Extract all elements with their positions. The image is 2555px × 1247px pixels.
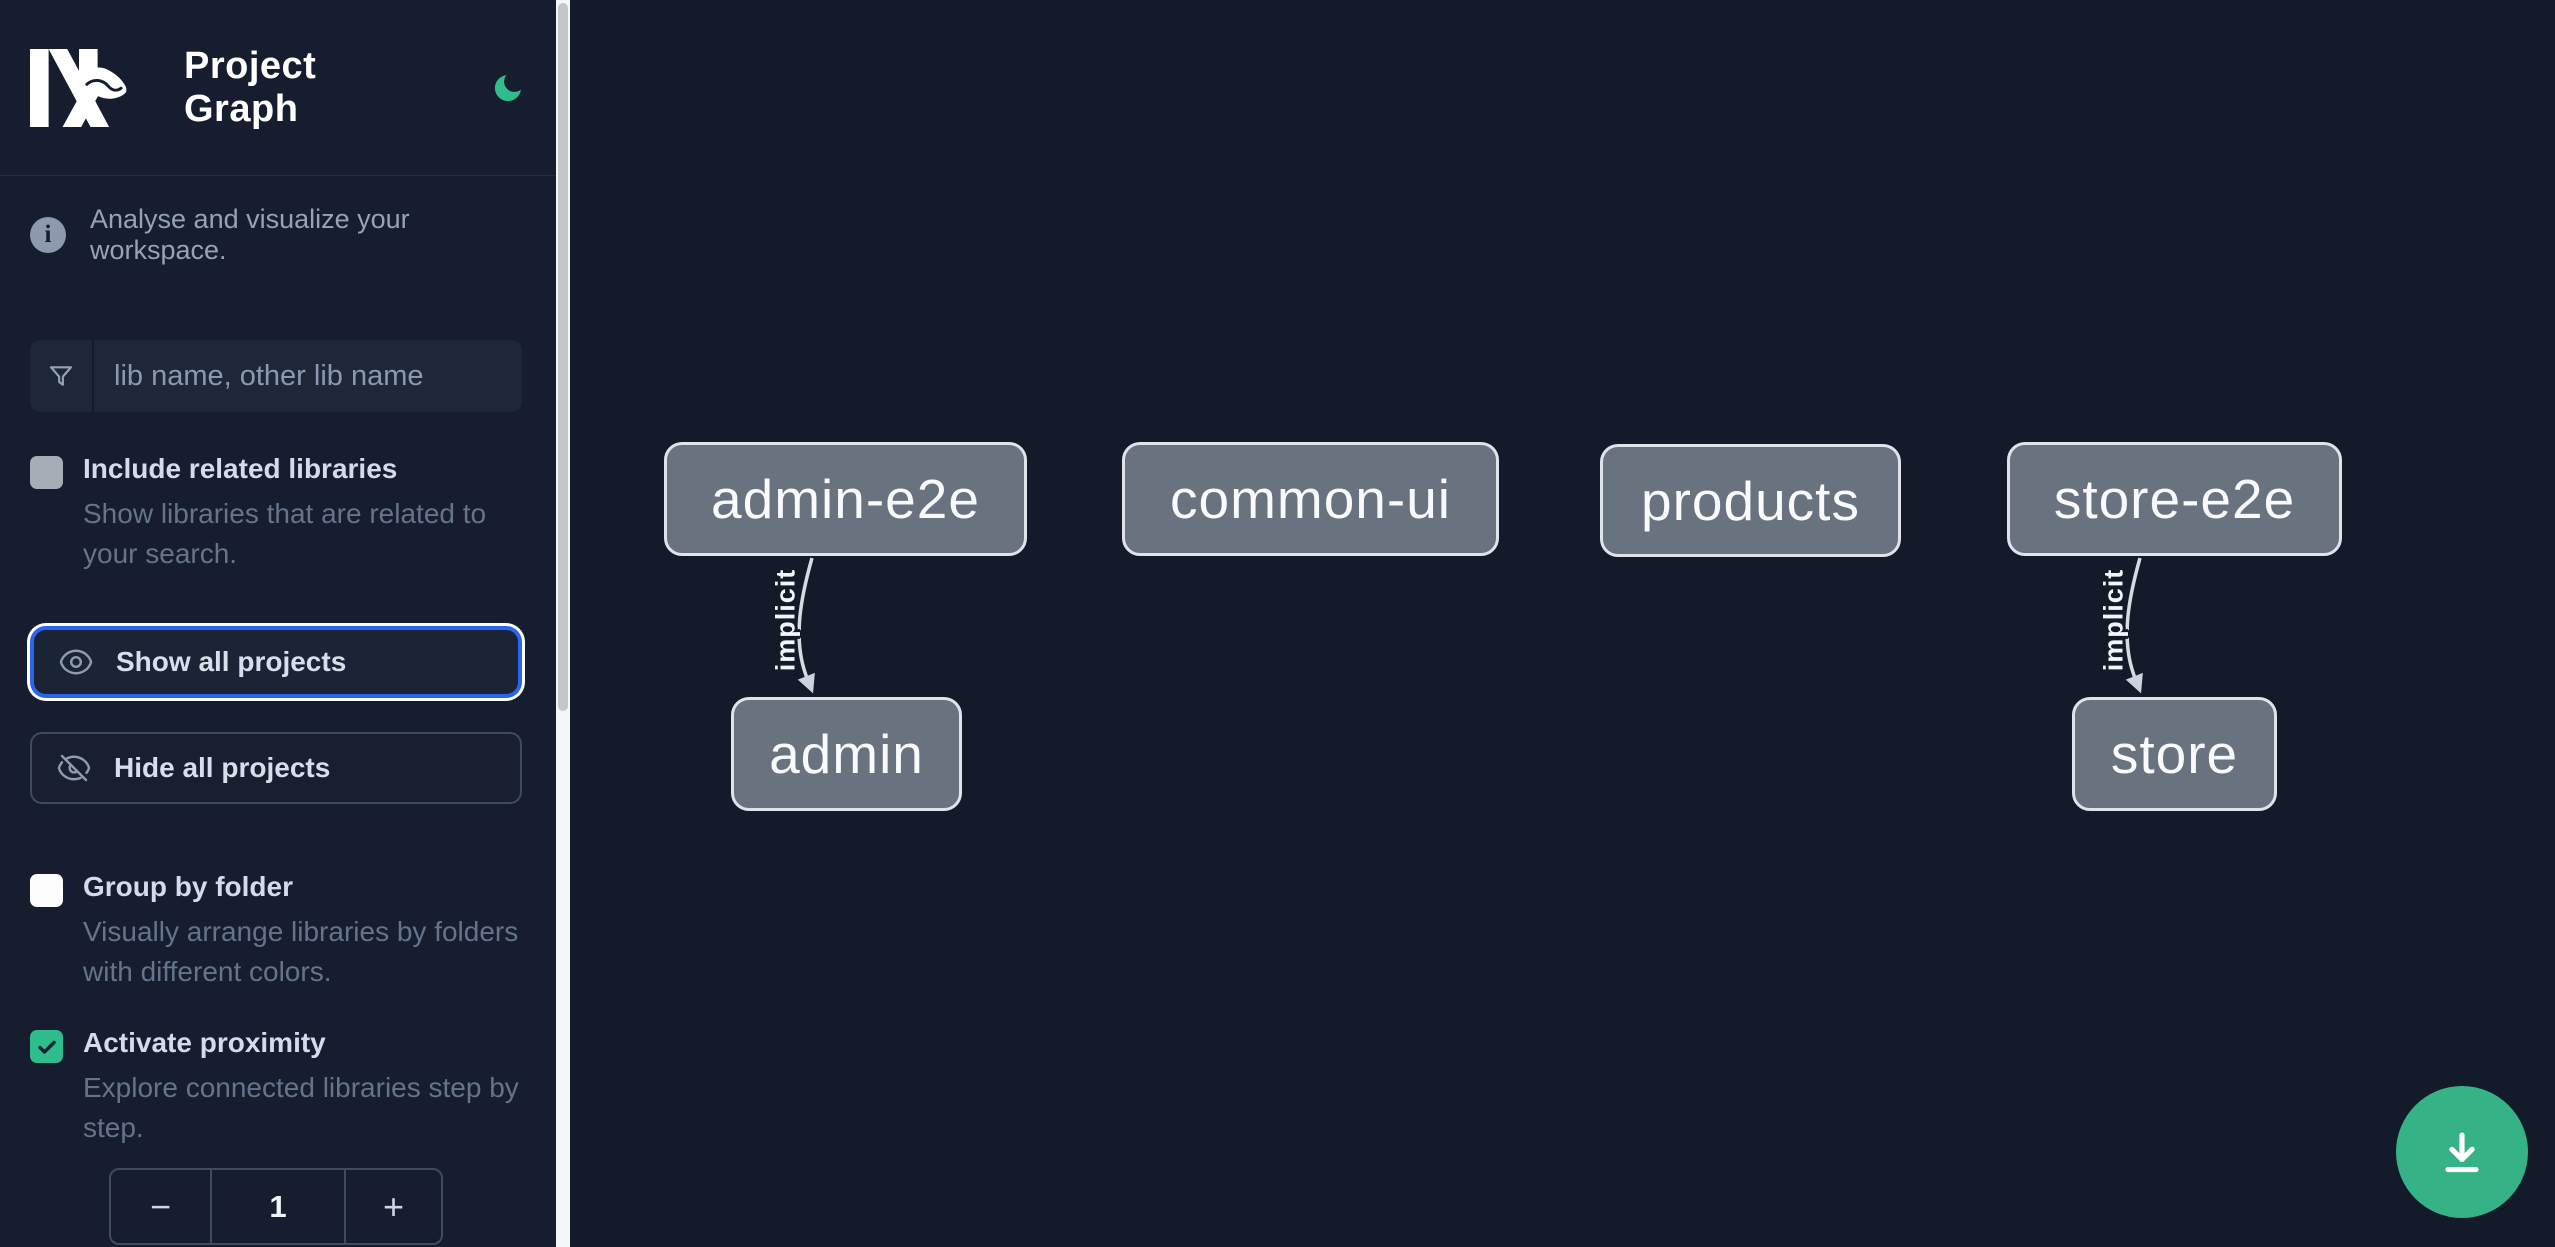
page-title: Project Graph: [184, 44, 317, 130]
eye-icon: [59, 649, 93, 675]
sidebar: Project Graph i Analyse and visualize yo…: [0, 0, 570, 1247]
node-products[interactable]: products: [1600, 444, 1901, 557]
proximity-increment-button[interactable]: +: [346, 1170, 441, 1243]
node-store[interactable]: store: [2072, 697, 2277, 811]
group-by-folder-label: Group by folder: [83, 871, 293, 902]
activate-proximity-description: Explore connected libraries step by step…: [83, 1072, 519, 1143]
sidebar-scrollbar-thumb[interactable]: [558, 3, 568, 711]
info-row: i Analyse and visualize your workspace.: [30, 204, 526, 266]
edge-store-e2e-to-store[interactable]: [2125, 557, 2143, 694]
node-admin-e2e[interactable]: admin-e2e: [664, 442, 1027, 556]
group-by-folder-checkbox[interactable]: [30, 874, 63, 907]
hide-all-projects-button[interactable]: Hide all projects: [30, 732, 522, 804]
edge-label-implicit-store: implicit: [2098, 568, 2129, 672]
group-by-folder-row: Group by folder Visually arrange librari…: [30, 870, 526, 992]
include-related-description: Show libraries that are related to your …: [83, 498, 487, 569]
node-common-ui[interactable]: common-ui: [1122, 442, 1499, 556]
dark-mode-toggle-moon-icon[interactable]: [490, 70, 526, 106]
include-related-row: Include related libraries Show libraries…: [30, 452, 526, 574]
check-icon: [37, 1040, 56, 1054]
search-box: [30, 340, 522, 412]
sidebar-header: Project Graph: [0, 0, 556, 176]
hide-all-projects-label: Hide all projects: [114, 752, 331, 783]
nx-logo: [30, 48, 128, 127]
proximity-stepper: − 1 +: [109, 1168, 443, 1245]
proximity-decrement-button[interactable]: −: [111, 1170, 210, 1243]
show-all-projects-label: Show all projects: [116, 646, 347, 677]
info-icon: i: [30, 217, 66, 253]
download-icon: [2445, 1132, 2479, 1173]
sidebar-scrollbar-track[interactable]: [556, 0, 570, 1247]
download-graph-button[interactable]: [2396, 1086, 2528, 1218]
include-related-checkbox[interactable]: [30, 456, 63, 489]
graph-edges: [797, 557, 2143, 694]
edge-admin-e2e-to-admin[interactable]: [797, 557, 815, 694]
activate-proximity-label: Activate proximity: [83, 1027, 326, 1058]
info-text: Analyse and visualize your workspace.: [90, 204, 410, 265]
edge-label-implicit-admin: implicit: [770, 568, 801, 672]
group-by-folder-description: Visually arrange libraries by folders wi…: [83, 916, 519, 987]
node-store-e2e[interactable]: store-e2e: [2007, 442, 2342, 556]
eye-slash-icon: [57, 754, 91, 782]
filter-icon: [30, 340, 94, 412]
show-all-projects-button[interactable]: Show all projects: [30, 626, 522, 698]
proximity-value: 1: [210, 1170, 346, 1243]
search-input[interactable]: [94, 340, 522, 412]
activate-proximity-checkbox[interactable]: [30, 1030, 63, 1063]
graph-canvas[interactable]: admin-e2e common-ui products store-e2e a…: [570, 0, 2555, 1247]
node-admin[interactable]: admin: [731, 697, 962, 811]
include-related-label: Include related libraries: [83, 453, 398, 484]
activate-proximity-row: Activate proximity Explore connected lib…: [30, 1026, 526, 1148]
